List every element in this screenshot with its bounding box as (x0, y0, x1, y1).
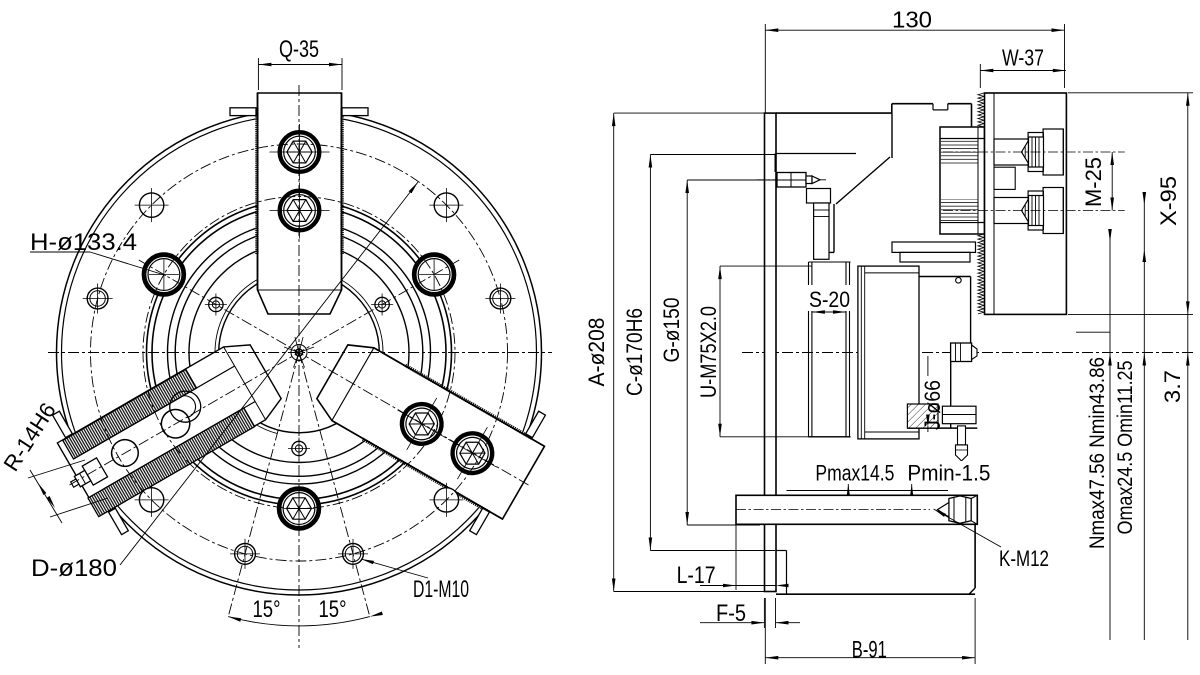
svg-text:Omax24.5 Omin11.25: Omax24.5 Omin11.25 (1114, 361, 1137, 535)
svg-text:D-ø180: D-ø180 (31, 555, 117, 582)
svg-text:G-ø150: G-ø150 (659, 298, 684, 363)
svg-text:M-25: M-25 (1081, 157, 1106, 207)
svg-text:J-ø66: J-ø66 (920, 380, 945, 430)
svg-text:A-ø208: A-ø208 (584, 318, 609, 387)
svg-text:Q-35: Q-35 (279, 36, 319, 63)
svg-text:3.7: 3.7 (1160, 370, 1185, 403)
svg-text:Pmin-1.5: Pmin-1.5 (907, 461, 990, 486)
svg-text:H-ø133.4: H-ø133.4 (30, 229, 137, 256)
svg-text:S-20: S-20 (809, 287, 850, 312)
svg-text:Nmax47.56 Nmin43.86: Nmax47.56 Nmin43.86 (1086, 357, 1109, 549)
svg-text:K-M12: K-M12 (999, 546, 1049, 571)
svg-text:Pmax14.5: Pmax14.5 (815, 461, 894, 486)
svg-text:15°: 15° (319, 596, 347, 623)
svg-text:D1-M10: D1-M10 (413, 576, 469, 603)
svg-text:15°: 15° (253, 596, 281, 623)
svg-text:X-95: X-95 (1156, 176, 1181, 226)
svg-text:B-91: B-91 (852, 637, 887, 664)
svg-text:F-5: F-5 (716, 600, 746, 627)
svg-text:W-37: W-37 (1002, 45, 1044, 71)
svg-text:C-ø170H6: C-ø170H6 (622, 308, 647, 396)
svg-text:130: 130 (892, 7, 932, 33)
svg-text:U-M75X2.0: U-M75X2.0 (696, 306, 721, 398)
svg-text:L-17: L-17 (677, 562, 716, 589)
